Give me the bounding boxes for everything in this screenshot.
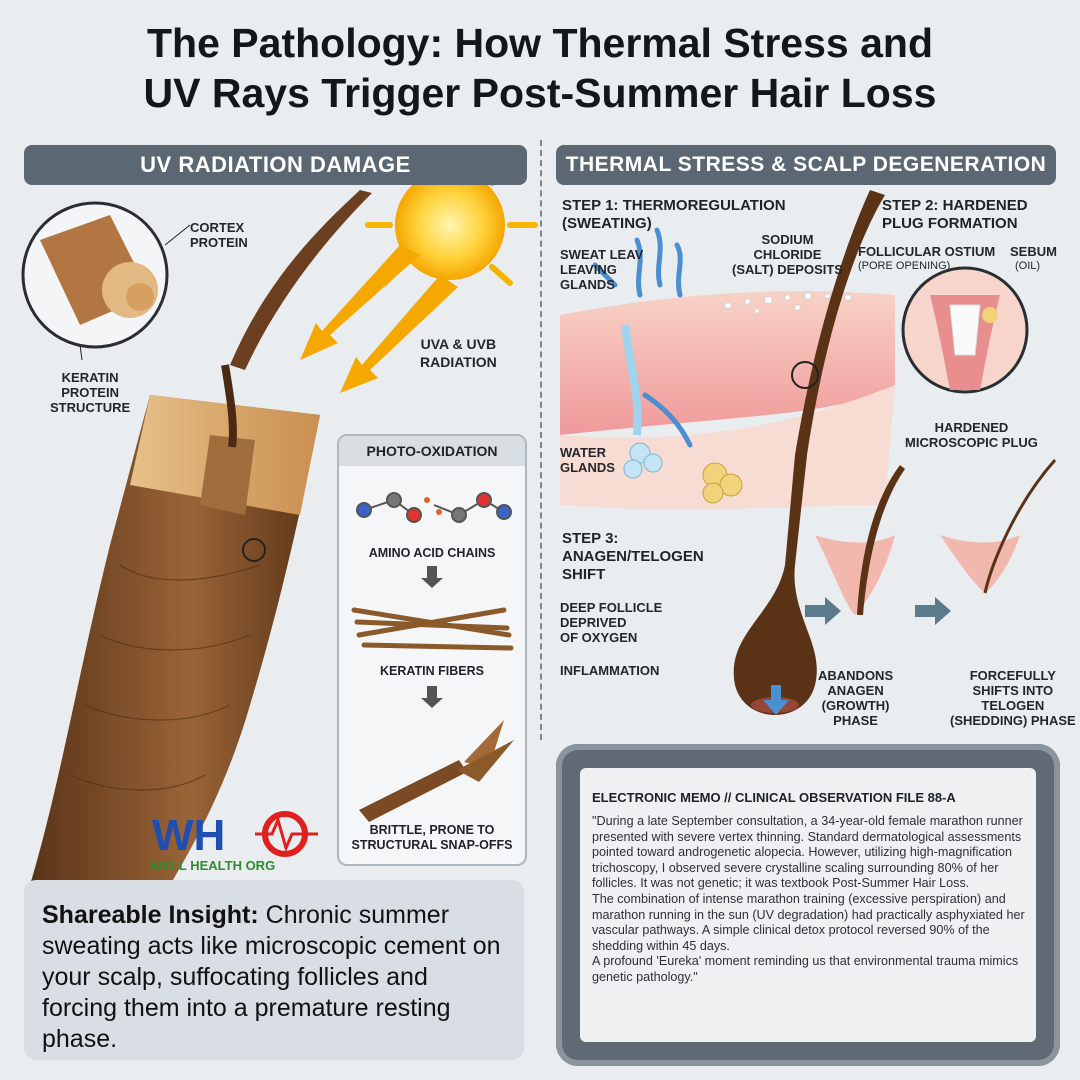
brittle-label: BRITTLE, PRONE TO STRUCTURAL SNAP-OFFS (351, 823, 513, 852)
sweat-label: SWEAT LEAV LEAVING GLANDS (560, 247, 644, 292)
insight-lead: Shareable Insight: (42, 901, 259, 929)
salt-crystals-icon (724, 292, 852, 314)
photo-oxidation-diagram (351, 492, 514, 822)
amino-acid-label: AMINO ACID CHAINS (368, 546, 496, 560)
abandons-anagen-label: ABANDONS ANAGEN (GROWTH) PHASE (818, 668, 894, 728)
sebum-label: SEBUM (1010, 244, 1057, 259)
phase-arrows-icon (805, 597, 951, 625)
deep-follicle-label: DEEP FOLLICLE DEPRIVED OF OXYGEN (560, 600, 663, 645)
photo-oxidation-panel: PHOTO-OXIDATION AMINO ACID CHAINS KERATI… (337, 434, 527, 866)
memo-title: ELECTRONIC MEMO // CLINICAL OBSERVATION … (592, 790, 956, 805)
hardened-plug-label: HARDENED MICROSCOPIC PLUG (905, 420, 1038, 450)
page-title: The Pathology: How Thermal Stress and UV… (40, 18, 1040, 118)
uv-illustration (21, 185, 538, 885)
evaporation-arrows-icon (592, 227, 693, 448)
broken-hair-icon (359, 720, 514, 822)
photo-oxidation-title: PHOTO-OXIDATION (339, 436, 525, 466)
step2-title: STEP 2: HARDENED PLUG FORMATION (882, 197, 1028, 232)
uv-radiation-label: UVA & UVB RADIATION (420, 336, 497, 370)
down-arrow-icon-2 (421, 686, 443, 708)
insight-text: Shareable Insight: Chronic summer sweati… (24, 880, 524, 1075)
sebaceous-gland-icon (702, 462, 743, 504)
cortex-magnifier-icon (21, 201, 191, 361)
section-divider (540, 140, 542, 740)
keratin-structure-label: KERATIN PROTEIN STRUCTURE (50, 370, 131, 415)
shareable-insight-box: Shareable Insight: Chronic summer sweati… (24, 880, 524, 1060)
thermal-illustration (560, 190, 1057, 715)
telogen-follicle-icon (940, 459, 1057, 594)
down-arrow-icon (421, 566, 443, 588)
keratin-fibers-icon (351, 607, 514, 651)
keratin-fibers-label: KERATIN FIBERS (380, 664, 484, 678)
insight-body: Chronic summer sweating acts like micros… (42, 901, 501, 1053)
sweat-gland-icon (621, 324, 663, 479)
svg-text:WH: WH (152, 811, 225, 858)
sebum-sub-label: (OIL) (1015, 260, 1041, 272)
inflammation-label: INFLAMMATION (560, 663, 660, 678)
plug-magnifier-icon (901, 266, 1029, 394)
sodium-chloride-label: SODIUM CHLORIDE (SALT) DEPOSITS (732, 232, 843, 277)
hair-follicle-icon (733, 190, 885, 715)
who-logo-mark-icon: WH (152, 811, 318, 860)
ostium-label: FOLLICULAR OSTIUM (858, 244, 996, 259)
memo-tablet: ELECTRONIC MEMO // CLINICAL OBSERVATION … (556, 744, 1060, 1066)
cortex-protein-label: CORTEX PROTEIN (190, 220, 248, 250)
uv-arrows-icon (300, 245, 458, 393)
who-logo-text: WELL HEALTH ORG (150, 858, 276, 873)
hair-shaft-icon (30, 364, 320, 885)
water-glands-label: WATER GLANDS (560, 445, 615, 475)
amino-acid-molecule-icon (356, 492, 512, 523)
uv-section-banner: UV RADIATION DAMAGE (24, 145, 527, 185)
down-arrow-blue-icon (763, 685, 789, 715)
thermal-section-banner: THERMAL STRESS & SCALP DEGENERATION (556, 145, 1056, 185)
memo-screen: ELECTRONIC MEMO // CLINICAL OBSERVATION … (580, 768, 1036, 1042)
title-line-1: The Pathology: How Thermal Stress and (147, 20, 933, 66)
ostium-sub-label: (PORE OPENING) (858, 260, 951, 272)
step3-title: STEP 3: ANAGEN/TELOGEN SHIFT (562, 530, 704, 583)
anagen-follicle-icon (815, 465, 905, 615)
who-logo: WH WELL HEALTH ORG (150, 808, 320, 878)
title-line-2: UV Rays Trigger Post-Summer Hair Loss (143, 70, 937, 116)
telogen-shift-label: FORCEFULLY SHIFTS INTO TELOGEN (SHEDDING… (950, 668, 1076, 728)
step1-title: STEP 1: THERMOREGULATION (SWEATING) (562, 197, 786, 232)
memo-body: "During a late September consultation, a… (592, 814, 1025, 984)
hair-strand (230, 190, 372, 370)
